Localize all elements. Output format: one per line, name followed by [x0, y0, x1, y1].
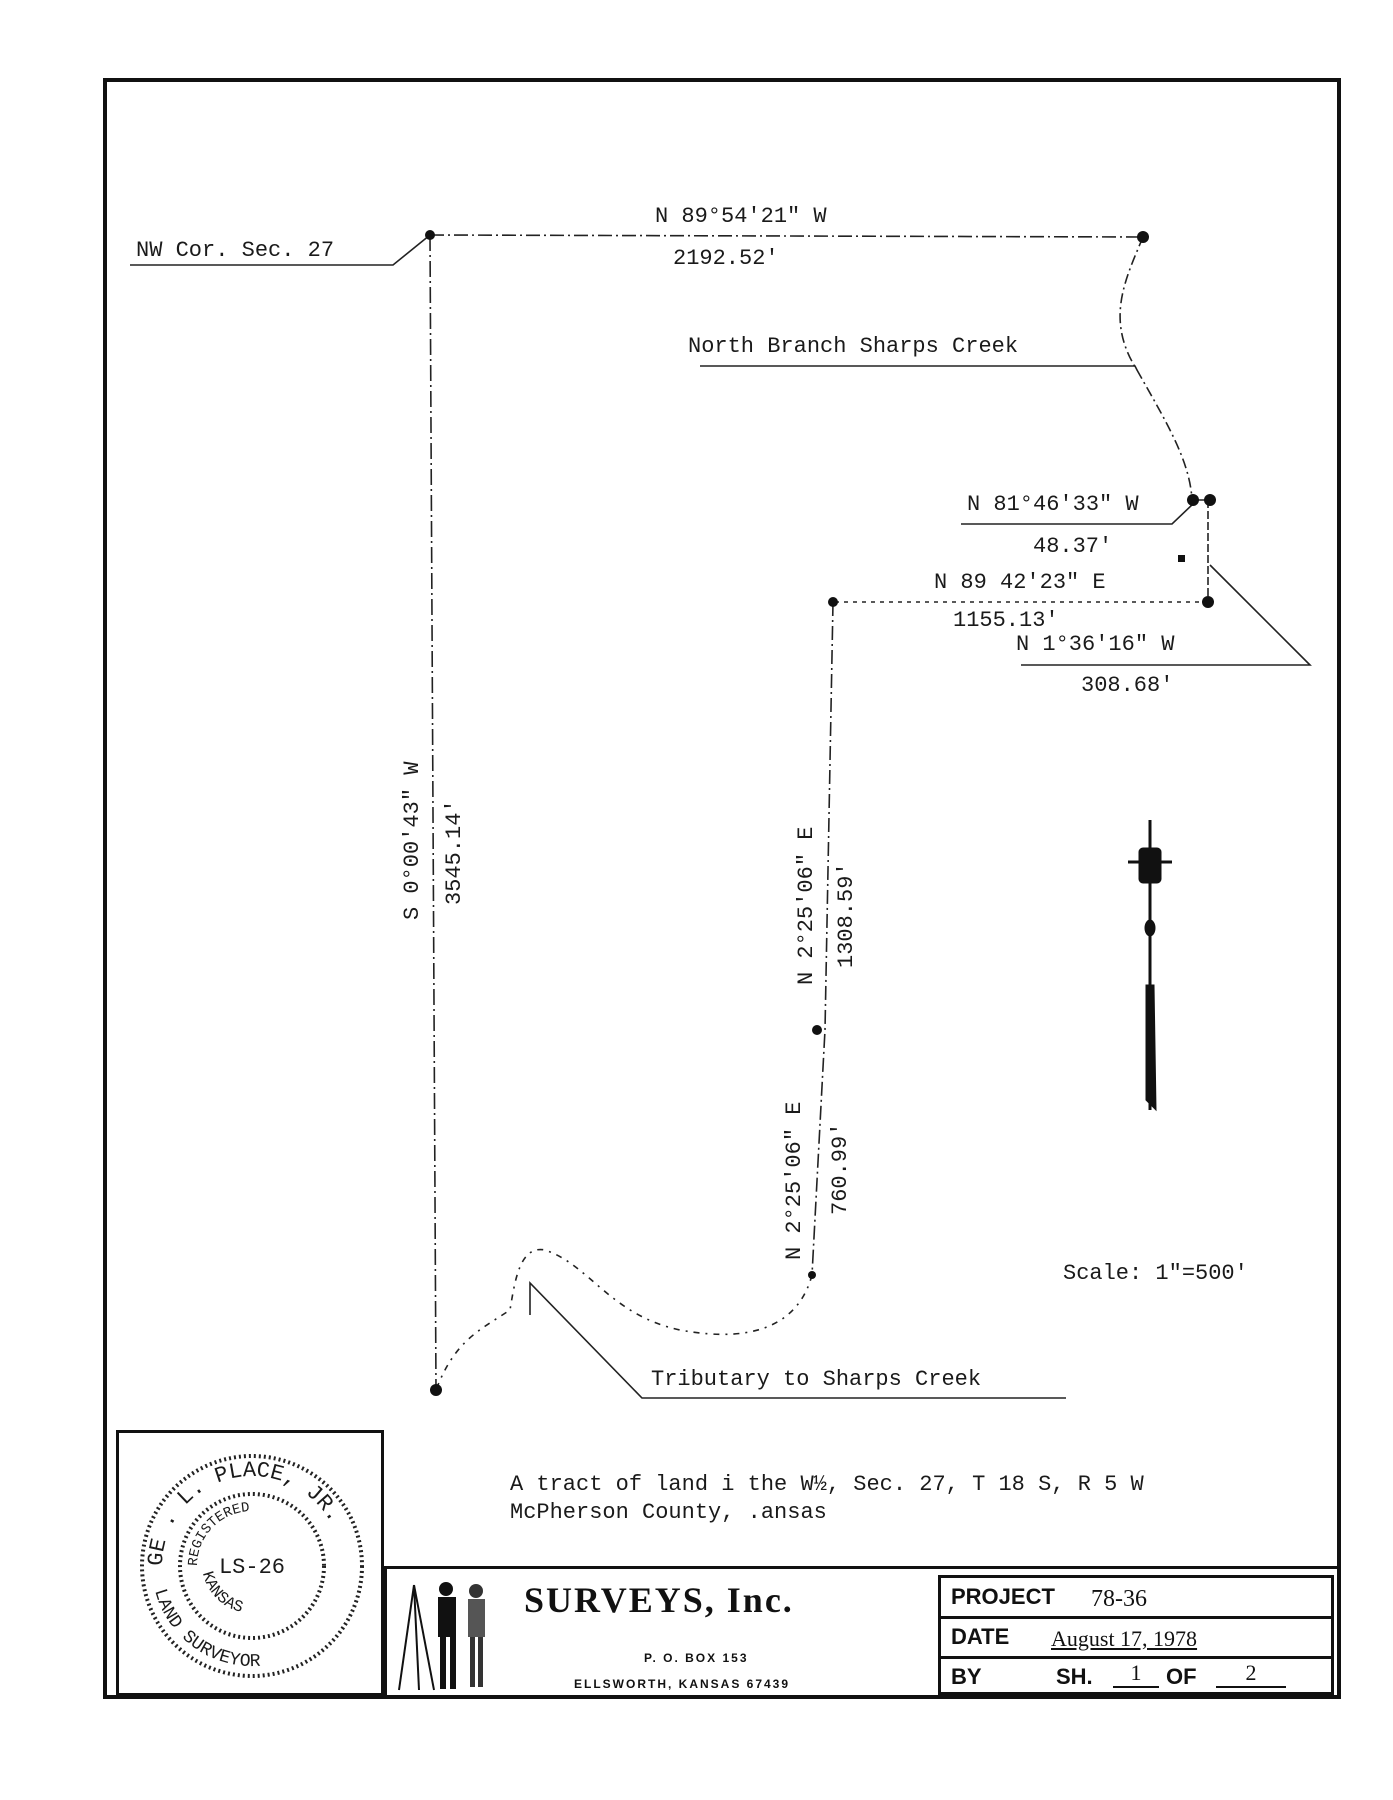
inner-south-bearing: N 2°25'06" E: [782, 1102, 807, 1260]
north-arrow-icon: [1128, 820, 1172, 1112]
course-bearing-4: N 1°36'16" W: [1016, 632, 1175, 657]
tributary-leader: [529, 1281, 1066, 1399]
corner-marker-creek: [1187, 494, 1199, 506]
scale-label: Scale: 1"=500': [1063, 1261, 1248, 1286]
project-info-box: PROJECT 78-36 DATE August 17, 1978 BY SH…: [938, 1575, 1334, 1695]
title-block-divider: [384, 1569, 387, 1699]
inner-south-distance: 760.99': [828, 1123, 853, 1215]
seal-box: GE . L. PLACE, JR. REGISTERED LS-26 KANS…: [116, 1430, 384, 1696]
date-label: DATE: [951, 1624, 1010, 1649]
corner-marker-inner: [828, 597, 838, 607]
sheet-total: 2: [1216, 1660, 1286, 1688]
project-label: PROJECT: [951, 1584, 1055, 1609]
north-creek-leader: [700, 365, 1138, 371]
company-po-box: P. O. BOX 153: [644, 1651, 749, 1665]
drawing-border: [103, 78, 1341, 1699]
corner-marker-ne: [1137, 231, 1149, 243]
stray-mark: [1178, 555, 1185, 562]
surveyor-logo-icon: [398, 1582, 485, 1691]
course-leader-2: [1021, 564, 1312, 666]
tributary-label: Tributary to Sharps Creek: [651, 1367, 982, 1392]
corner-marker-sw: [430, 1384, 442, 1396]
north-boundary-line: [429, 234, 1144, 238]
corner-marker-south-inner: [808, 1271, 816, 1279]
north-branch-creek-line: [1119, 236, 1193, 501]
company-name: SURVEYS, Inc.: [524, 1580, 794, 1620]
by-label: BY: [951, 1664, 982, 1689]
company-address: ELLSWORTH, KANSAS 67439: [574, 1677, 791, 1691]
course-distance-2: 48.37': [1033, 534, 1113, 559]
project-value: 78-36: [1091, 1586, 1147, 1612]
title-block: SURVEYS, Inc. P. O. BOX 153 ELLSWORTH, K…: [384, 1566, 1337, 1699]
date-value: August 17, 1978: [1051, 1626, 1198, 1651]
course-leader-1: [961, 502, 1195, 525]
seal-title: LAND SURVEYOR: [149, 1587, 261, 1673]
west-bearing: S 0°00'43" W: [400, 761, 425, 920]
inner-north-distance: 1308.59': [834, 862, 859, 968]
nw-corner-label: NW Cor. Sec. 27: [136, 238, 335, 263]
corner-marker-se: [1202, 596, 1214, 608]
corner-marker-east: [1204, 494, 1216, 506]
west-boundary-line: [429, 234, 437, 1391]
north-creek-label: North Branch Sharps Creek: [688, 334, 1019, 359]
course-bearing-2: N 81°46'33" W: [967, 492, 1139, 517]
svg-text:LAND SURVEYOR: LAND SURVEYOR: [149, 1587, 261, 1673]
corner-marker-nw: [425, 230, 435, 240]
course-distance-4: 308.68': [1081, 673, 1174, 698]
description-line-1: A tract of land i the W½, Sec. 27, T 18 …: [510, 1472, 1144, 1497]
north-distance: 2192.52': [673, 246, 779, 271]
of-label: OF: [1166, 1664, 1197, 1689]
north-bearing: N 89°54'21" W: [655, 204, 827, 229]
sheet-label: SH.: [1056, 1664, 1093, 1689]
course-distance-3: 1155.13': [953, 608, 1059, 633]
surveyor-seal: GE . L. PLACE, JR. REGISTERED LS-26 KANS…: [140, 1454, 364, 1678]
description-line-2: McPherson County, .ansas: [510, 1500, 827, 1525]
inner-north-bearing: N 2°25'06" E: [794, 827, 819, 985]
tributary-creek-line: [435, 1248, 813, 1391]
corner-marker-mid: [812, 1025, 822, 1035]
course-bearing-3: N 89 42'23" E: [934, 570, 1106, 595]
west-distance: 3545.14': [442, 799, 467, 905]
nw-corner-leader: [130, 234, 431, 266]
sheet-number: 1: [1113, 1660, 1159, 1688]
seal-number: LS-26: [219, 1555, 285, 1580]
